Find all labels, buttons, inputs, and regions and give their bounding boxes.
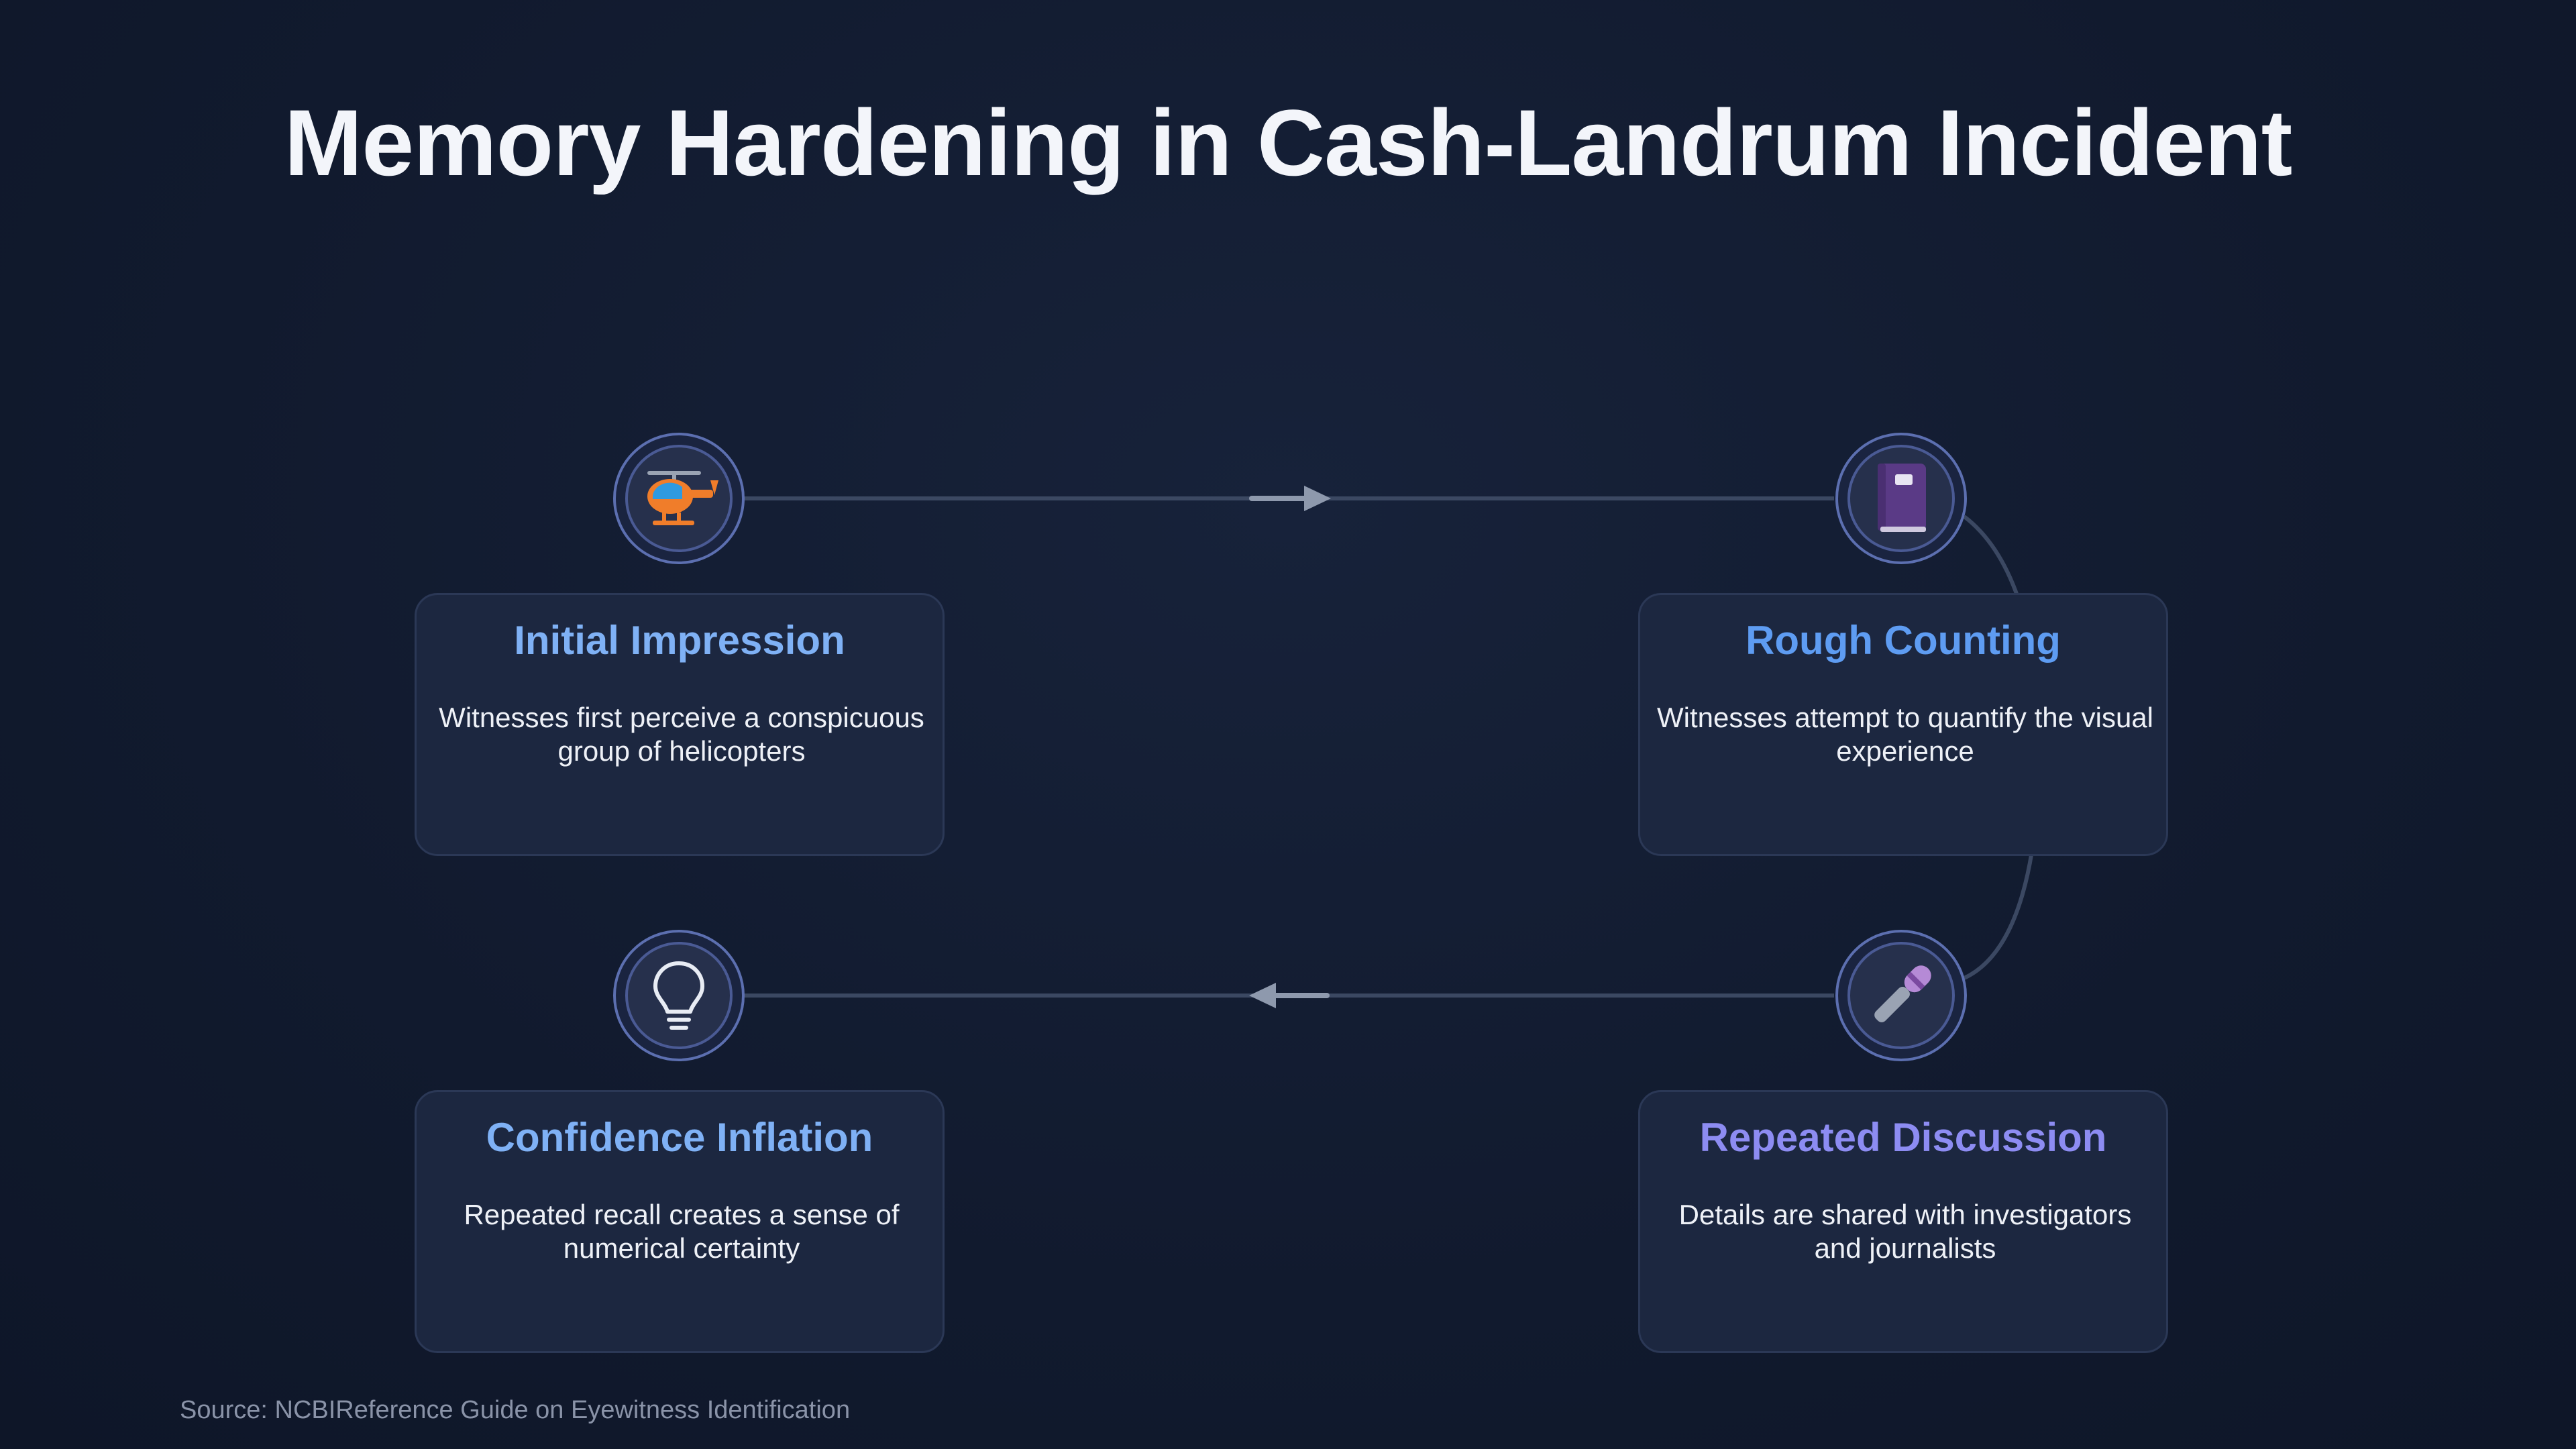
step-card-repeated-discussion: Repeated Discussion Details are shared w… [1638, 1090, 2168, 1353]
helicopter-icon [647, 471, 718, 525]
step-4-title: Confidence Inflation [486, 1115, 873, 1160]
book-icon [1878, 464, 1926, 532]
step-4-description: Repeated recall creates a sense of numer… [464, 1199, 900, 1264]
step-1-icon-node [613, 433, 745, 564]
page-title: Memory Hardening in Cash-Landrum Inciden… [284, 90, 2293, 195]
step-card-confidence-inflation: Confidence Inflation Repeated recall cre… [415, 1090, 945, 1353]
arrow-right-icon [1249, 486, 1331, 511]
step-3-icon-node [1835, 930, 1967, 1061]
step-1-title: Initial Impression [514, 618, 845, 663]
step-3-title: Repeated Discussion [1699, 1115, 2107, 1160]
step-4-icon-node [613, 930, 745, 1061]
step-card-initial-impression: Initial Impression Witnesses first perce… [415, 593, 945, 856]
step-2-icon-node [1835, 433, 1967, 564]
source-note: Source: NCBIReference Guide on Eyewitnes… [180, 1396, 851, 1424]
microphone-icon [1874, 965, 1931, 1022]
step-1-description: Witnesses first perceive a conspicuous g… [439, 702, 924, 767]
step-3-description: Details are shared with investigators an… [1678, 1199, 2132, 1264]
step-2-description: Witnesses attempt to quantify the visual… [1656, 702, 2154, 767]
arrow-left-icon [1249, 983, 1330, 1008]
lightbulb-icon [653, 961, 704, 1030]
step-2-title: Rough Counting [1746, 618, 2061, 663]
step-card-rough-counting: Rough Counting Witnesses attempt to quan… [1638, 593, 2168, 856]
